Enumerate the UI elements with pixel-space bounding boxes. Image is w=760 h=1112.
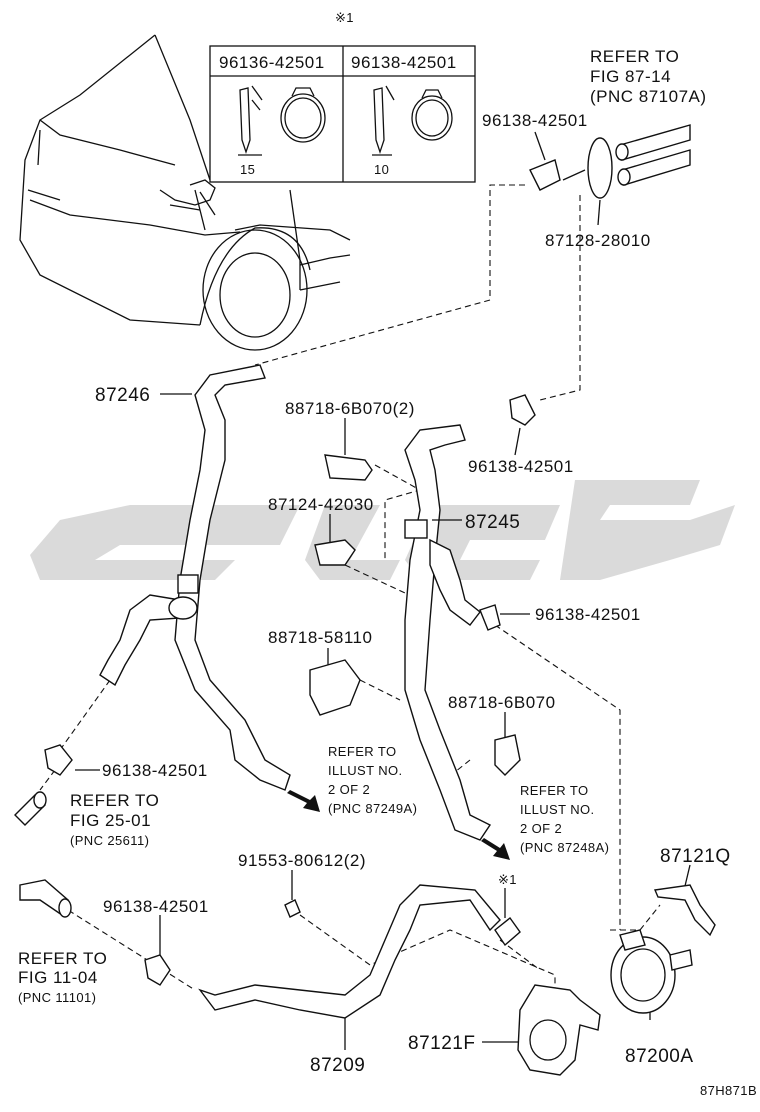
part-96138-lower: 96138-42501 (535, 605, 641, 624)
arrow-down-icon-2 (481, 838, 510, 860)
clamp-88718-6b070 (494, 734, 521, 776)
arrow-down-icon (287, 790, 320, 812)
part-87209: 87209 (310, 1055, 365, 1076)
hose-87245 (404, 424, 492, 841)
ref-illA-line1: REFER TO (328, 744, 396, 759)
hose-clip-lower (479, 604, 501, 631)
part-88718-6b070: 88718-6B070 (448, 693, 556, 712)
hose-87246 (99, 364, 291, 791)
part-87121q: 87121Q (660, 846, 731, 867)
hose-87209 (198, 884, 501, 1019)
bracket-87124 (314, 539, 356, 566)
clip-ring-icon (280, 93, 326, 143)
vehicle-outline (19, 34, 351, 351)
clip-table-note-mark: ※1 (335, 10, 354, 25)
clip-table-col1-dim: 15 (240, 162, 255, 177)
ref-illB-line3: 2 OF 2 (520, 821, 562, 836)
part-88718-6b070-2: 88718-6B070(2) (285, 399, 415, 418)
clamp-88718-58110 (309, 659, 361, 716)
ref-illB-line1: REFER TO (520, 783, 588, 798)
clip-table-col2-part: 96138-42501 (351, 53, 457, 72)
clip-ring-icon-2 (411, 95, 453, 141)
ref-fig25-line1: REFER TO (70, 791, 159, 810)
grommet-icon (587, 137, 613, 199)
water-pump-87200a (610, 929, 693, 1014)
part-87124-42030: 87124-42030 (268, 495, 374, 514)
hose-clip-bottom (144, 954, 171, 986)
ref-fig11-line3: (PNC 11101) (18, 990, 96, 1005)
ref-fig87-line3: (PNC 87107A) (590, 87, 707, 106)
diagram-code: 87H871B (700, 1083, 757, 1098)
hose-clip-mid (509, 394, 536, 426)
ref-fig87-line1: REFER TO (590, 47, 679, 66)
clip-side-icon (239, 85, 263, 155)
clip-table-col1-part: 96136-42501 (219, 53, 325, 72)
part-91553-80612: 91553-80612(2) (238, 851, 366, 870)
leader-lines (39, 184, 661, 1000)
hose-clip-left (44, 744, 73, 776)
ref-illA-line4: (PNC 87249A) (328, 801, 417, 816)
clip-table: ※1 96136-42501 96138-42501 15 10 (209, 10, 476, 183)
hose-clip-top (529, 159, 561, 191)
ref-fig11-line2: FIG 11-04 (18, 968, 98, 987)
ref-illA-line2: ILLUST NO. (328, 763, 403, 778)
part-87246: 87246 (95, 385, 150, 406)
ref-fig25-line2: FIG 25-01 (70, 811, 151, 830)
heater-pipe-assembly (529, 124, 691, 199)
part-96138-top: 96138-42501 (482, 111, 588, 130)
ref-fig87-line2: FIG 87-14 (590, 67, 671, 86)
ref-fig11-line1: REFER TO (18, 949, 107, 968)
clip-side-icon-2 (373, 85, 395, 155)
ref-fig25-line3: (PNC 25611) (70, 833, 149, 848)
part-87200a: 87200A (625, 1046, 694, 1067)
clip-table-col2-dim: 10 (374, 162, 389, 177)
mark-x1: ※1 (498, 872, 517, 887)
clamp-88718-6b070-2 (324, 454, 373, 481)
part-96138-mid: 96138-42501 (468, 457, 574, 476)
part-96138-left: 96138-42501 (102, 761, 208, 780)
ref-illB-line2: ILLUST NO. (520, 802, 595, 817)
ref-illB-line4: (PNC 87248A) (520, 840, 609, 855)
ref-illA-line3: 2 OF 2 (328, 782, 370, 797)
bolt-91553 (284, 899, 301, 918)
bracket-87121f (517, 984, 601, 1076)
part-87121f: 87121F (408, 1033, 475, 1054)
watermark-logo (30, 480, 735, 580)
part-87128-28010: 87128-28010 (545, 231, 651, 250)
hose-clip-x1 (494, 916, 521, 947)
part-88718-58110: 88718-58110 (268, 628, 372, 647)
part-96138-bottom: 96138-42501 (103, 897, 209, 916)
bracket-87121q (653, 884, 716, 937)
part-87245: 87245 (465, 512, 520, 533)
